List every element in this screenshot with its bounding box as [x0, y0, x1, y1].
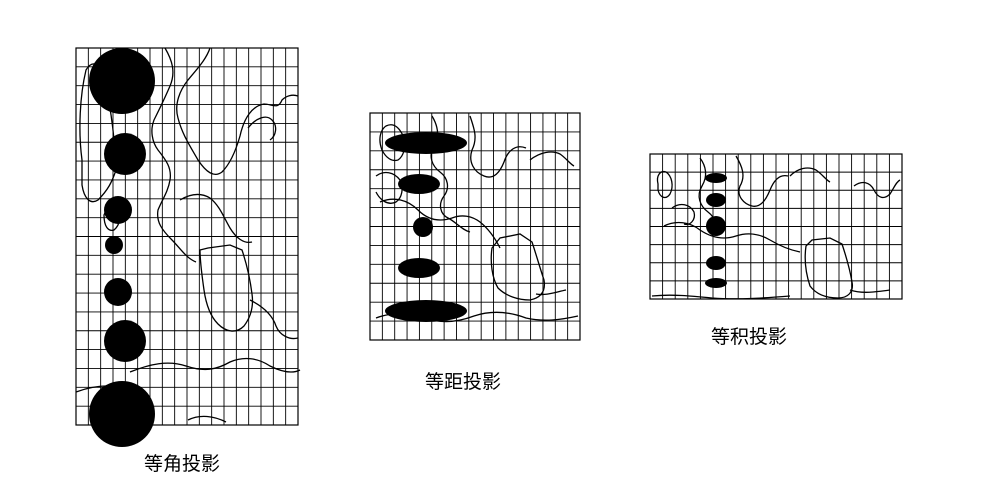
distortion-ellipse — [413, 217, 433, 237]
distortion-ellipse — [398, 174, 440, 194]
distortion-ellipse — [705, 173, 727, 183]
equalarea-ellipses — [705, 173, 727, 288]
distortion-circle — [89, 48, 155, 114]
distortion-circle — [104, 320, 146, 362]
equalarea-coastlines — [651, 155, 901, 300]
distortion-circle — [104, 196, 132, 224]
distortion-ellipse — [385, 300, 467, 322]
distortion-circle — [89, 381, 155, 447]
distortion-circle — [104, 278, 132, 306]
equalarea-grid — [649, 153, 903, 300]
distortion-ellipse — [705, 278, 727, 288]
conformal-circles — [89, 48, 155, 447]
conformal-panel — [75, 47, 301, 447]
equalarea-panel — [649, 153, 903, 300]
equidistant-grid — [369, 112, 581, 341]
distortion-circle — [104, 133, 146, 175]
distortion-ellipse — [706, 216, 726, 236]
distortion-circle — [105, 236, 123, 254]
distortion-ellipse — [706, 256, 726, 270]
equidistant-ellipses — [385, 132, 467, 322]
distortion-ellipse — [706, 193, 726, 207]
equal-area-projection-caption: 等积投影 — [711, 326, 788, 348]
equidistant-panel — [369, 112, 581, 341]
distortion-ellipse — [385, 132, 467, 154]
conformal-projection-caption: 等角投影 — [144, 453, 221, 475]
distortion-ellipse — [398, 258, 440, 278]
equidistant-projection-caption: 等距投影 — [425, 371, 502, 393]
